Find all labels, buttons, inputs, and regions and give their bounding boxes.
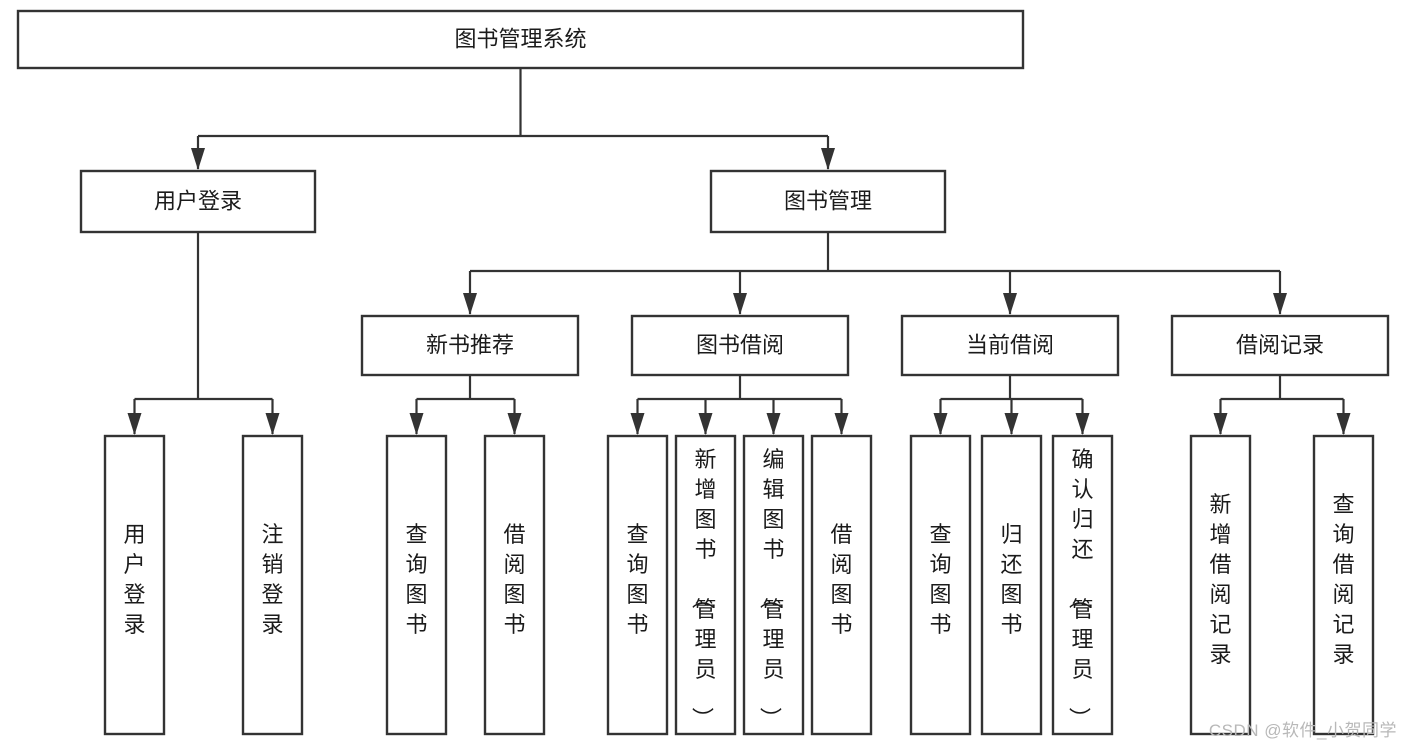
leaf-label-vertical: 新增借阅记录	[1209, 492, 1231, 667]
leaf-label-vertical: 查询图书	[405, 522, 427, 637]
level3-node-new-book-recommend[interactable]: 新书推荐	[360, 314, 580, 377]
node-label: 新书推荐	[426, 332, 514, 357]
leaf-node-leaf-add-book[interactable]: 新增图书（管理员）	[674, 434, 737, 736]
leaf-label-vertical: 查询借阅记录	[1332, 492, 1354, 667]
node-label: 用户登录	[154, 188, 242, 213]
leaf-node-leaf-query-book-2[interactable]: 查询图书	[606, 434, 669, 736]
node-label: 当前借阅	[966, 332, 1054, 357]
edges-layer	[127, 68, 1351, 435]
leaf-node-leaf-logout[interactable]: 注销登录	[241, 434, 304, 736]
arrow-head-icon	[1075, 413, 1090, 435]
arrow-head-icon	[409, 413, 424, 435]
leaf-node-leaf-add-record[interactable]: 新增借阅记录	[1189, 434, 1252, 736]
node-box	[742, 434, 805, 736]
arrow-head-icon	[265, 413, 280, 435]
level2-node-book-manage[interactable]: 图书管理	[709, 169, 947, 234]
leaf-label-vertical: 借阅图书	[503, 522, 525, 637]
node-box	[1170, 314, 1390, 377]
node-box	[900, 314, 1120, 377]
node-box	[909, 434, 972, 736]
arrow-head-icon	[1336, 413, 1351, 435]
arrow-head-icon	[1004, 413, 1019, 435]
node-box	[1189, 434, 1252, 736]
leaf-label-vertical: 编辑图书（管理员）	[757, 447, 784, 729]
nodes-layer: 图书管理系统用户登录图书管理新书推荐图书借阅当前借阅借阅记录用户登录注销登录查询…	[16, 9, 1390, 736]
node-box	[79, 169, 317, 234]
node-box	[360, 314, 580, 377]
level3-node-book-borrow[interactable]: 图书借阅	[630, 314, 850, 377]
leaf-label-vertical: 借阅图书	[830, 522, 852, 637]
node-label: 图书管理	[784, 188, 872, 213]
node-label: 图书借阅	[696, 332, 784, 357]
root-node-root[interactable]: 图书管理系统	[16, 9, 1025, 70]
arrow-head-icon	[766, 413, 781, 435]
leaf-label-vertical: 注销登录	[261, 522, 283, 637]
arrow-head-icon	[834, 413, 849, 435]
node-box	[241, 434, 304, 736]
node-box	[674, 434, 737, 736]
node-box	[980, 434, 1043, 736]
node-box	[709, 169, 947, 234]
leaf-label-vertical: 确认归还（管理员）	[1066, 447, 1093, 729]
node-box	[630, 314, 850, 377]
leaf-node-leaf-user-login[interactable]: 用户登录	[103, 434, 166, 736]
leaf-node-leaf-query-record[interactable]: 查询借阅记录	[1312, 434, 1375, 736]
leaf-node-leaf-edit-book[interactable]: 编辑图书（管理员）	[742, 434, 805, 736]
node-box	[16, 9, 1025, 70]
leaf-label-vertical: 查询图书	[929, 522, 951, 637]
leaf-node-leaf-borrow-book-1[interactable]: 借阅图书	[483, 434, 546, 736]
level3-node-current-borrow[interactable]: 当前借阅	[900, 314, 1120, 377]
node-box	[1051, 434, 1114, 736]
arrow-head-icon	[821, 148, 835, 170]
arrow-head-icon	[1003, 293, 1017, 315]
arrow-head-icon	[507, 413, 522, 435]
node-box	[483, 434, 546, 736]
arrow-head-icon	[463, 293, 477, 315]
leaf-node-leaf-query-book-3[interactable]: 查询图书	[909, 434, 972, 736]
arrow-head-icon	[733, 293, 747, 315]
node-box	[606, 434, 669, 736]
watermark-text: CSDN @软件_小贺同学	[1208, 721, 1397, 740]
arrow-head-icon	[698, 413, 713, 435]
leaf-label-vertical: 新增图书（管理员）	[689, 447, 716, 729]
leaf-node-leaf-return-book[interactable]: 归还图书	[980, 434, 1043, 736]
node-box	[1312, 434, 1375, 736]
level2-node-user-login[interactable]: 用户登录	[79, 169, 317, 234]
arrow-head-icon	[933, 413, 948, 435]
leaf-node-leaf-borrow-book-2[interactable]: 借阅图书	[810, 434, 873, 736]
leaf-label-vertical: 归还图书	[1000, 522, 1022, 637]
node-box	[103, 434, 166, 736]
leaf-label-vertical: 用户登录	[123, 522, 145, 637]
arrow-head-icon	[1273, 293, 1287, 315]
node-box	[810, 434, 873, 736]
leaf-node-leaf-confirm-return[interactable]: 确认归还（管理员）	[1051, 434, 1114, 736]
leaf-node-leaf-query-book-1[interactable]: 查询图书	[385, 434, 448, 736]
arrow-head-icon	[1213, 413, 1228, 435]
node-box	[385, 434, 448, 736]
arrow-head-icon	[630, 413, 645, 435]
leaf-label-vertical: 查询图书	[626, 522, 648, 637]
node-label: 图书管理系统	[454, 26, 586, 51]
node-label: 借阅记录	[1236, 332, 1324, 357]
level3-node-borrow-record[interactable]: 借阅记录	[1170, 314, 1390, 377]
arrow-head-icon	[127, 413, 142, 435]
arrow-head-icon	[191, 148, 205, 170]
